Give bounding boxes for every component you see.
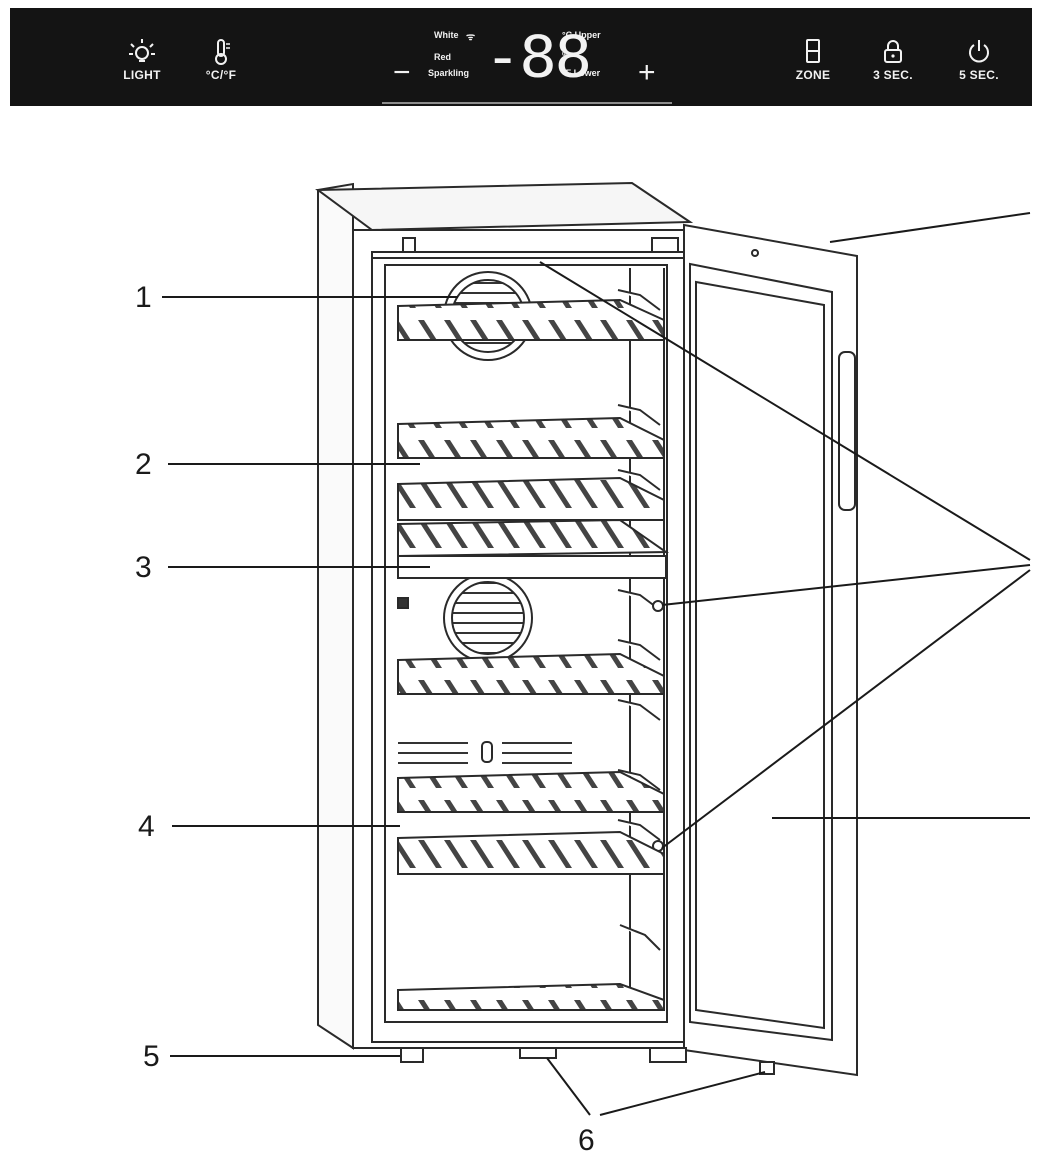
wine-cooler-diagram: 1 2 3 4 5 6	[135, 181, 1031, 1157]
wine-type-red: Red	[434, 52, 452, 62]
wine-shelves	[397, 298, 665, 1011]
lock-button[interactable]: 3 SEC.	[858, 38, 928, 82]
thermometer-icon	[215, 39, 230, 65]
unit-label: °C/°F	[205, 68, 237, 82]
callout-4: 4	[138, 810, 155, 843]
wifi-icon: ᯤ	[466, 32, 476, 43]
callout-1: 1	[135, 281, 152, 314]
power-icon	[969, 40, 989, 63]
light-button[interactable]: LIGHT	[107, 38, 177, 82]
light-label: LIGHT	[123, 68, 161, 82]
percent-indicator: %	[562, 50, 571, 60]
side-rails	[617, 268, 665, 1005]
leader-lines	[162, 212, 1031, 1116]
callout-3: 3	[135, 551, 152, 584]
zone-button[interactable]: ZONE	[778, 38, 848, 82]
temperature-display: -88	[484, 22, 592, 91]
lock-icon	[884, 40, 902, 63]
power-label: 5 SEC.	[959, 68, 999, 82]
callout-2: 2	[135, 448, 152, 481]
zone-icon	[806, 39, 820, 63]
minus-button[interactable]: −	[393, 56, 411, 89]
wine-type-sparkling: Sparkling	[428, 68, 470, 78]
leveling-feet	[400, 1047, 775, 1075]
light-bulb-icon	[129, 39, 155, 62]
lower-fan	[397, 573, 533, 663]
callout-6: 6	[578, 1124, 595, 1157]
zone-divider	[397, 518, 670, 579]
wine-type-white: White	[434, 30, 459, 40]
callout-5: 5	[143, 1040, 160, 1073]
zone-label: ZONE	[795, 68, 831, 82]
fahrenheit-lower-indicator: °F Lower	[562, 68, 601, 78]
power-button[interactable]: 5 SEC.	[944, 38, 1014, 82]
lock-label: 3 SEC.	[873, 68, 913, 82]
control-panel: LIGHT °C/°F − White ᯤ Red Sparkling -88 …	[10, 8, 1032, 106]
glass-door	[683, 223, 858, 1077]
plus-button[interactable]: +	[638, 56, 656, 89]
rear-vents	[398, 740, 572, 764]
celsius-upper-indicator: °C Upper	[562, 30, 601, 40]
unit-toggle-button[interactable]: °C/°F	[186, 38, 256, 82]
display-underline	[382, 102, 672, 104]
